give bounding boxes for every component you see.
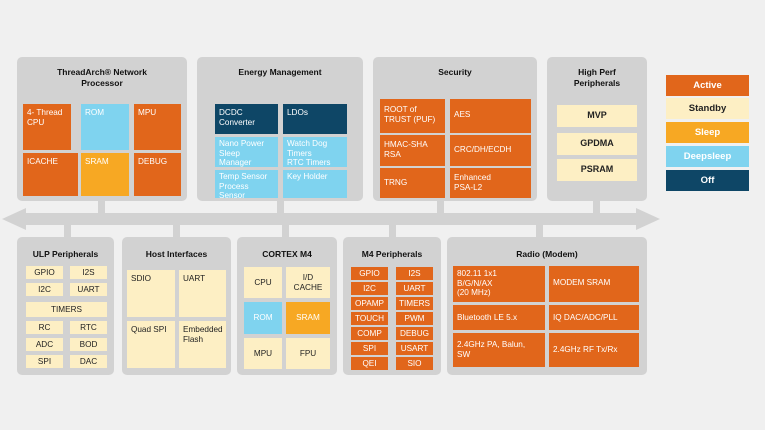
- threadarch-icache: ICACHE: [23, 153, 78, 196]
- m4-panel: M4 Peripherals GPIO I2S I2C UART OPAMP T…: [343, 237, 441, 375]
- m4-usart: USART: [396, 342, 433, 355]
- threadarch-panel: ThreadArch® Network Processor 4- Thread …: [17, 57, 187, 201]
- ulp-dac: DAC: [70, 355, 107, 368]
- security-hmac-sha: HMAC-SHA RSA: [380, 135, 445, 166]
- bus-connector: [173, 224, 180, 238]
- security-aes: AES: [450, 99, 531, 133]
- host-title: Host Interfaces: [145, 249, 208, 259]
- ulp-uart: UART: [70, 283, 107, 296]
- energy-ldos: LDOs: [283, 104, 347, 134]
- threadarch-rom: ROM: [81, 104, 129, 150]
- radio-title: Radio (Modem): [516, 249, 578, 259]
- m4-title: M4 Peripherals: [361, 249, 423, 259]
- cortex-rom: ROM: [244, 302, 282, 334]
- ulp-title: ULP Peripherals: [32, 249, 99, 259]
- highperf-gpdma: GPDMA: [557, 133, 637, 155]
- host-quad-spi: Quad SPI: [127, 321, 175, 368]
- m4-uart: UART: [396, 282, 433, 295]
- threadarch-title: ThreadArch® Network Processor: [57, 67, 147, 88]
- legend-deepsleep: Deepsleep: [666, 146, 749, 167]
- highperf-panel: High Perf Peripherals MVP GPDMA PSRAM: [547, 57, 647, 201]
- cortex-icache: I/D CACHE: [286, 267, 330, 298]
- radio-bluetooth: Bluetooth LE 5.x: [453, 305, 545, 330]
- m4-gpio: GPIO: [351, 267, 388, 280]
- m4-comp: COMP: [351, 327, 388, 340]
- legend-active: Active: [666, 75, 749, 96]
- radio-panel: Radio (Modem) 802.11 1x1 B/G/N/AX (20 MH…: [447, 237, 647, 375]
- m4-i2s: I2S: [396, 267, 433, 280]
- m4-debug: DEBUG: [396, 327, 433, 340]
- m4-touch: TOUCH: [351, 312, 388, 325]
- ulp-bod: BOD: [70, 338, 107, 351]
- m4-opamp: OPAMP: [351, 297, 388, 310]
- m4-spi: SPI: [351, 342, 388, 355]
- cortex-sram: SRAM: [286, 302, 330, 334]
- security-psa: Enhanced PSA-L2: [450, 168, 531, 198]
- security-trng: TRNG: [380, 168, 445, 198]
- ulp-spi: SPI: [26, 355, 63, 368]
- security-title: Security: [438, 67, 472, 77]
- bus-connector: [389, 224, 396, 238]
- m4-i2c: I2C: [351, 282, 388, 295]
- host-uart: UART: [179, 270, 226, 317]
- security-root-of-trust: ROOT of TRUST (PUF): [380, 99, 445, 133]
- bus-connector: [437, 198, 444, 213]
- threadarch-mpu: MPU: [134, 104, 181, 150]
- threadarch-cpu: 4- Thread CPU: [23, 104, 71, 150]
- host-sdio: SDIO: [127, 270, 175, 317]
- highperf-mvp: MVP: [557, 105, 637, 127]
- threadarch-debug: DEBUG: [134, 153, 181, 196]
- ulp-panel: ULP Peripherals GPIO I2S I2C UART TIMERS…: [17, 237, 114, 375]
- energy-dcdc: DCDC Converter: [215, 104, 278, 134]
- highperf-title: High Perf Peripherals: [573, 67, 621, 88]
- security-panel: Security ROOT of TRUST (PUF) AES HMAC-SH…: [373, 57, 537, 201]
- radio-rf-txrx: 2.4GHz RF Tx/Rx: [549, 333, 639, 367]
- host-embedded-flash: Embedded Flash: [179, 321, 226, 368]
- energy-key-holder: Key Holder: [283, 170, 347, 198]
- legend-standby: Standby: [666, 98, 749, 119]
- threadarch-sram: SRAM: [81, 153, 129, 196]
- m4-pwm: PWM: [396, 312, 433, 325]
- energy-nano-power: Nano Power Sleep Manager: [215, 137, 278, 167]
- radio-pa-balun: 2.4GHz PA, Balun, SW: [453, 333, 545, 367]
- m4-qei: QEI: [351, 357, 388, 370]
- cortex-fpu: FPU: [286, 338, 330, 369]
- system-bus-arrow: [2, 208, 660, 230]
- ulp-rtc: RTC: [70, 321, 107, 334]
- cortex-mpu: MPU: [244, 338, 282, 369]
- bus-connector: [98, 198, 105, 213]
- energy-panel: Energy Management DCDC Converter LDOs Na…: [197, 57, 363, 201]
- ulp-timers: TIMERS: [26, 302, 107, 317]
- energy-temp-sensor: Temp Sensor Process Sensor: [215, 170, 278, 200]
- bus-connector: [282, 224, 289, 238]
- ulp-i2c: I2C: [26, 283, 63, 296]
- ulp-i2s: I2S: [70, 266, 107, 279]
- bus-connector: [64, 224, 71, 238]
- ulp-gpio: GPIO: [26, 266, 63, 279]
- m4-timers: TIMERS: [396, 297, 433, 310]
- radio-iq-dac: IQ DAC/ADC/PLL: [549, 305, 639, 330]
- legend-sleep: Sleep: [666, 122, 749, 143]
- radio-wifi: 802.11 1x1 B/G/N/AX (20 MHz): [453, 266, 545, 302]
- cortex-title: CORTEX M4: [262, 249, 312, 259]
- host-panel: Host Interfaces SDIO UART Quad SPI Embed…: [122, 237, 231, 375]
- ulp-adc: ADC: [26, 338, 63, 351]
- bus-connector: [536, 224, 543, 238]
- cortex-panel: CORTEX M4 CPU I/D CACHE ROM SRAM MPU FPU: [237, 237, 337, 375]
- cortex-cpu: CPU: [244, 267, 282, 298]
- m4-sio: SIO: [396, 357, 433, 370]
- bus-connector: [277, 198, 284, 213]
- radio-modem-sram: MODEM SRAM: [549, 266, 639, 302]
- ulp-rc: RC: [26, 321, 63, 334]
- energy-watchdog: Watch Dog Timers RTC Timers: [283, 137, 347, 167]
- bus-connector: [593, 198, 600, 213]
- legend-off: Off: [666, 170, 749, 191]
- security-crc: CRC/DH/ECDH: [450, 135, 531, 166]
- energy-title: Energy Management: [238, 67, 322, 77]
- highperf-psram: PSRAM: [557, 159, 637, 181]
